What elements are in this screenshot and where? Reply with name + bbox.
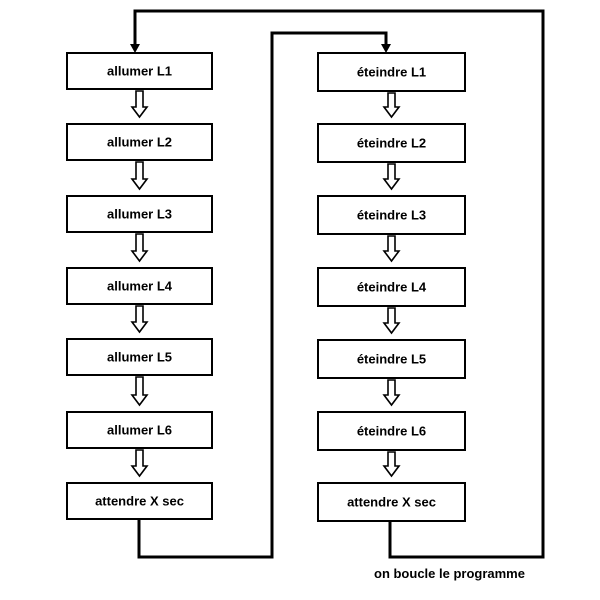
connector-left-to-right (137, 31, 388, 559)
down-arrow-icon (382, 307, 401, 335)
down-arrow-icon (130, 161, 149, 191)
down-arrow-icon (130, 449, 149, 478)
box-label: éteindre L2 (357, 136, 426, 151)
loop-caption: on boucle le programme (374, 566, 525, 581)
arrow-head-icon (381, 44, 391, 53)
box-eteindre-l1: éteindre L1 (317, 52, 466, 92)
down-arrow-icon (130, 305, 149, 334)
box-label: éteindre L5 (357, 352, 426, 367)
down-arrow-icon (382, 235, 401, 263)
connector-loop-back (133, 9, 545, 559)
box-label: attendre X sec (95, 494, 184, 509)
down-arrow-icon (382, 379, 401, 407)
box-label: allumer L6 (107, 423, 172, 438)
box-eteindre-l3: éteindre L3 (317, 195, 466, 235)
box-attendre-right: attendre X sec (317, 482, 466, 522)
box-allumer-l2: allumer L2 (66, 123, 213, 161)
box-label: allumer L1 (107, 64, 172, 79)
box-eteindre-l4: éteindre L4 (317, 267, 466, 307)
box-label: allumer L3 (107, 207, 172, 222)
box-attendre-left: attendre X sec (66, 482, 213, 520)
box-label: allumer L4 (107, 279, 173, 294)
box-eteindre-l5: éteindre L5 (317, 339, 466, 379)
arrow-head-icon (130, 44, 140, 53)
down-arrow-icon (382, 92, 401, 119)
box-allumer-l4: allumer L4 (66, 267, 213, 305)
box-label: allumer L2 (107, 135, 172, 150)
box-label: éteindre L3 (357, 208, 426, 223)
down-arrow-icon (382, 163, 401, 191)
box-allumer-l3: allumer L3 (66, 195, 213, 233)
down-arrow-icon (382, 451, 401, 478)
box-label: éteindre L4 (357, 280, 427, 295)
box-label: éteindre L1 (357, 65, 426, 80)
box-allumer-l1: allumer L1 (66, 52, 213, 90)
box-allumer-l6: allumer L6 (66, 411, 213, 449)
down-arrow-icon (130, 90, 149, 119)
down-arrow-icon (130, 376, 149, 407)
box-eteindre-l6: éteindre L6 (317, 411, 466, 451)
box-label: attendre X sec (347, 495, 436, 510)
box-allumer-l5: allumer L5 (66, 338, 213, 376)
box-eteindre-l2: éteindre L2 (317, 123, 466, 163)
box-label: allumer L5 (107, 350, 172, 365)
down-arrow-icon (130, 233, 149, 263)
box-label: éteindre L6 (357, 424, 426, 439)
